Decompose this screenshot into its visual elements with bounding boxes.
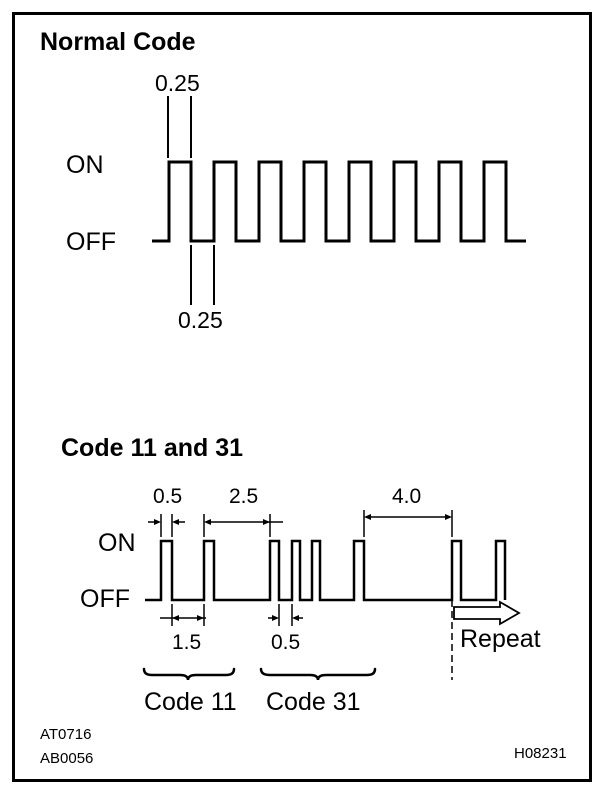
off-level-label-2: OFF — [80, 585, 130, 613]
diagram-frame — [12, 12, 592, 782]
ref-code-2: AB0056 — [40, 750, 94, 767]
on-level-label-2: ON — [98, 529, 136, 557]
code11-gap-duration-label: 1.5 — [172, 631, 202, 654]
gap40-arrowhead-left — [364, 514, 371, 520]
pulse-duration-label: 0.5 — [153, 485, 183, 508]
repeat-gap-duration-label: 4.0 — [392, 485, 422, 508]
gap15-arrowhead-right — [197, 615, 204, 621]
ref-code-3: H08231 — [514, 745, 567, 762]
code-11-31-title: Code 11 and 31 — [61, 434, 244, 462]
repeat-label: Repeat — [460, 625, 541, 653]
code-11-label: Code 11 — [144, 688, 237, 716]
pulse-arrowhead-left — [154, 519, 161, 525]
code-31-label: Code 31 — [266, 688, 361, 716]
code-31-brace — [259, 667, 377, 681]
code-11-brace — [142, 667, 236, 681]
normal-code-title: Normal Code — [40, 28, 196, 56]
gap15-arrowhead-left — [172, 615, 179, 621]
off-duration-label: 0.25 — [178, 307, 223, 333]
repeat-arrow-icon — [453, 600, 521, 626]
on-duration-label: 0.25 — [155, 70, 200, 96]
gap05-arrowhead-right — [292, 615, 299, 621]
gap40-arrowhead-right — [445, 514, 452, 520]
off-level-label: OFF — [66, 228, 116, 256]
gap25-arrowhead-left — [204, 519, 211, 525]
code-11-31-waveform — [145, 539, 507, 602]
long-gap-duration-label: 2.5 — [229, 485, 259, 508]
normal-code-waveform — [152, 160, 526, 243]
pulse-arrowhead-right — [172, 519, 179, 525]
on-level-label: ON — [66, 151, 104, 179]
gap25-arrowhead-right — [263, 519, 270, 525]
short-gap-duration-label: 0.5 — [271, 631, 301, 654]
gap05-arrowhead-left — [272, 615, 279, 621]
ref-code-1: AT0716 — [40, 726, 92, 743]
